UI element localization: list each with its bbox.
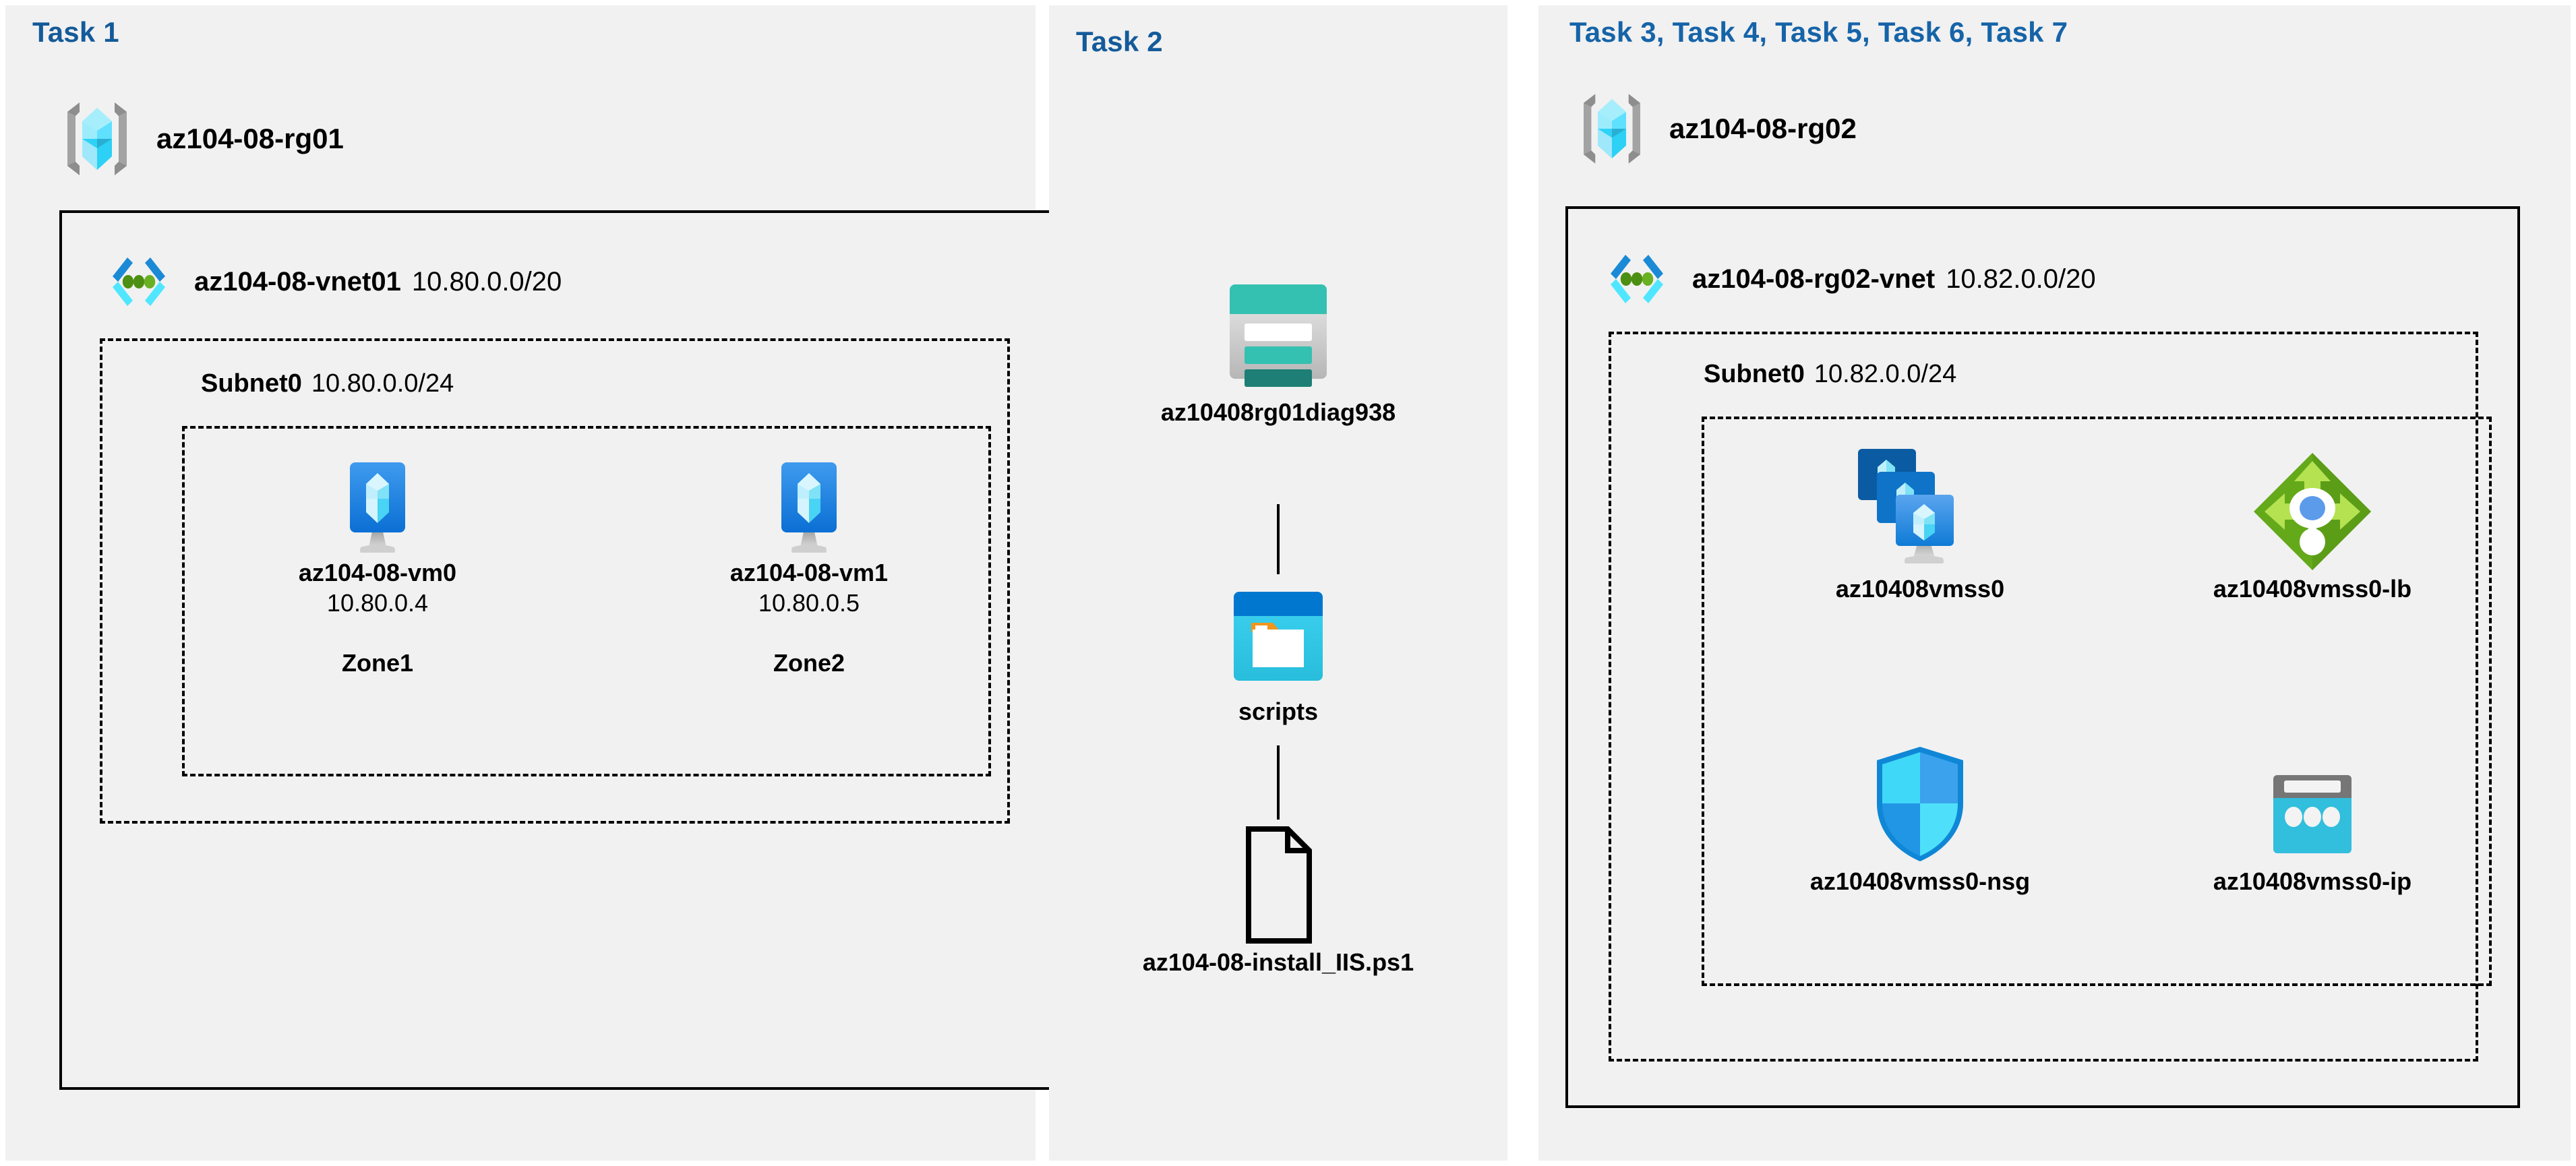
virtual-network-icon [101,244,177,319]
task2-storage-account[interactable]: az10408rg01diag938 [1076,257,1480,427]
task3-title: Task 3, Task 4, Task 5, Task 6, Task 7 [1569,16,2068,48]
task3-nsg[interactable]: az10408vmss0-nsg [1758,739,2082,896]
task1-subnet-box [100,338,1010,824]
network-security-group-icon [1758,739,2082,867]
virtual-network-icon [1599,241,1675,317]
task3-resource-group-name: az104-08-rg02 [1669,113,1857,144]
task1-subnet-label: Subnet0 10.80.0.0/24 [201,369,454,398]
task1-vm1-zone: Zone2 [773,648,845,677]
task2-connector-storage-to-scripts [1277,504,1280,574]
task1-vnet-header: az104-08-vnet01 10.80.0.0/20 [101,244,562,319]
file-icon [1076,820,1480,948]
task3-load-balancer-name: az10408vmss0-lb [2213,575,2412,603]
task1-vm1-name: az104-08-vm1 [729,559,889,586]
task1-zones-box [182,426,991,776]
task3-vnet-box [1565,206,2520,1108]
task3-subnet-cidr: 10.82.0.0/24 [1814,360,1957,388]
task1-vm1-ip: 10.80.0.5 [758,588,860,617]
task1-subnet-name: Subnet0 [201,369,302,398]
task2-file-name: az104-08-install_IIS.ps1 [1142,948,1414,976]
task3-vnet-cidr: 10.82.0.0/20 [1946,264,2096,294]
vm-scale-set-icon [1758,442,2082,574]
task2-blob-container[interactable]: scripts [1076,574,1480,727]
resource-group-icon [53,94,142,183]
virtual-machine-icon [694,450,924,558]
task3-public-ip-name: az10408vmss0-ip [2213,867,2412,895]
task1-title: Task 1 [32,16,119,48]
task2-storage-account-name: az10408rg01diag938 [1160,398,1396,426]
task3-public-ip[interactable]: az10408vmss0-ip [2151,739,2474,896]
task2-title: Task 2 [1076,26,1163,57]
task1-vm0-name: az104-08-vm0 [298,559,457,586]
task1-vm0-zone: Zone1 [341,648,413,677]
public-ip-address-icon [2151,739,2474,867]
task3-subnet-label: Subnet0 10.82.0.0/24 [1704,360,1956,389]
task1-resource-group: az104-08-rg01 [53,94,344,183]
task3-vmss-name: az10408vmss0 [1835,575,2005,603]
task2-file[interactable]: az104-08-install_IIS.ps1 [1076,820,1480,977]
task3-nsg-name: az10408vmss0-nsg [1809,867,2031,895]
task3-vnet-header: az104-08-rg02-vnet 10.82.0.0/20 [1599,241,2096,317]
task1-subnet-cidr: 10.80.0.0/24 [311,369,454,398]
task1-vm0-ip: 10.80.0.4 [326,588,429,617]
task1-vm1[interactable]: az104-08-vm1 10.80.0.5 Zone2 [694,450,924,679]
task1-vnet-name: az104-08-vnet01 [194,266,401,297]
task2-blob-container-name: scripts [1238,698,1319,725]
task3-resource-group: az104-08-rg02 [1569,86,1857,171]
load-balancer-icon [2151,442,2474,574]
task3-subnet-name: Subnet0 [1704,360,1805,388]
task3-resources-box [1702,417,2492,986]
storage-account-icon [1076,257,1480,398]
virtual-machine-icon [263,450,492,558]
blob-container-icon [1076,574,1480,697]
task1-resource-group-name: az104-08-rg01 [156,123,344,154]
task3-vmss[interactable]: az10408vmss0 [1758,442,2082,604]
resource-group-icon [1569,86,1654,171]
task2-panel [1049,5,1507,1161]
task1-vm0[interactable]: az104-08-vm0 10.80.0.4 Zone1 [263,450,492,679]
task3-load-balancer[interactable]: az10408vmss0-lb [2151,442,2474,604]
task2-connector-scripts-to-file [1277,745,1280,820]
task3-vnet-name: az104-08-rg02-vnet [1692,264,1936,294]
task1-vnet-cidr: 10.80.0.0/20 [411,266,562,297]
task3-subnet-box [1609,332,2478,1062]
